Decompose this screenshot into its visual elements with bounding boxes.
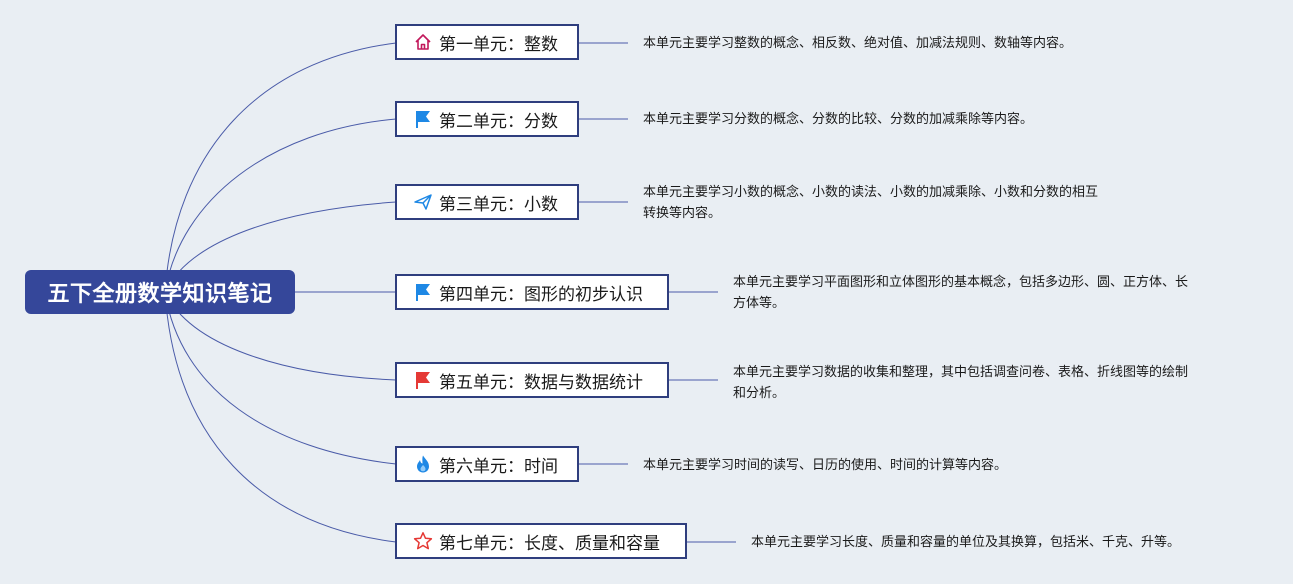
unit-3-description-line-1: 本单元主要学习小数的概念、小数的读法、小数的加减乘除、小数和分数的相互 (643, 185, 1099, 200)
unit-6-description: 本单元主要学习时间的读写、日历的使用、时间的计算等内容。 (643, 458, 1008, 473)
unit-1-description: 本单元主要学习整数的概念、相反数、绝对值、加减法规则、数轴等内容。 (643, 36, 1073, 51)
connector-unit-2 (164, 118, 397, 293)
unit-5-topic[interactable]: 第五单元：数据与数据统计 (395, 362, 669, 398)
unit-1-topic[interactable]: 第一单元：整数 (395, 24, 579, 60)
red-flag-icon (413, 370, 433, 390)
unit-5-description-line-1: 本单元主要学习数据的收集和整理，其中包括调查问卷、表格、折线图等的绘制 (733, 365, 1189, 380)
unit-2-title: 第二单元：分数 (439, 111, 558, 132)
unit-5-title: 第五单元：数据与数据统计 (439, 372, 643, 393)
unit-4-topic[interactable]: 第四单元：图形的初步认识 (395, 274, 669, 310)
unit-7-title: 第七单元：长度、质量和容量 (439, 533, 660, 554)
paper-plane-icon (413, 192, 433, 212)
unit-4-title: 第四单元：图形的初步认识 (439, 284, 643, 305)
blue-flag-icon (413, 282, 433, 302)
unit-3-topic[interactable]: 第三单元：小数 (395, 184, 579, 220)
unit-4-description-line-1: 本单元主要学习平面图形和立体图形的基本概念，包括多边形、圆、正方体、长 (733, 275, 1189, 290)
connector-unit-6 (164, 291, 397, 465)
star-icon (413, 531, 433, 551)
unit-3-description-line-2: 转换等内容。 (643, 206, 722, 221)
root-topic[interactable]: 五下全册数学知识笔记 (25, 270, 295, 314)
flame-icon (413, 454, 433, 474)
unit-2-description: 本单元主要学习分数的概念、分数的比较、分数的加减乘除等内容。 (643, 112, 1034, 127)
unit-3-description: 本单元主要学习小数的概念、小数的读法、小数的加减乘除、小数和分数的相互 转换等内… (643, 182, 1098, 224)
unit-7-description: 本单元主要学习长度、质量和容量的单位及其换算，包括米、千克、升等。 (751, 535, 1181, 550)
connector-unit-7 (164, 291, 397, 543)
unit-5-description-line-2: 和分析。 (733, 386, 786, 401)
blue-flag-icon (413, 109, 433, 129)
unit-4-description: 本单元主要学习平面图形和立体图形的基本概念，包括多边形、圆、正方体、长 方体等。 (733, 272, 1188, 314)
unit-3-title: 第三单元：小数 (439, 194, 558, 215)
unit-7-topic[interactable]: 第七单元：长度、质量和容量 (395, 523, 687, 559)
unit-4-description-line-2: 方体等。 (733, 296, 786, 311)
unit-6-topic[interactable]: 第六单元：时间 (395, 446, 579, 482)
unit-5-description: 本单元主要学习数据的收集和整理，其中包括调查问卷、表格、折线图等的绘制 和分析。 (733, 362, 1188, 404)
unit-2-topic[interactable]: 第二单元：分数 (395, 101, 579, 137)
connector-unit-1 (164, 42, 397, 293)
unit-1-title: 第一单元：整数 (439, 34, 558, 55)
home-icon (413, 32, 433, 52)
unit-6-title: 第六单元：时间 (439, 456, 558, 477)
